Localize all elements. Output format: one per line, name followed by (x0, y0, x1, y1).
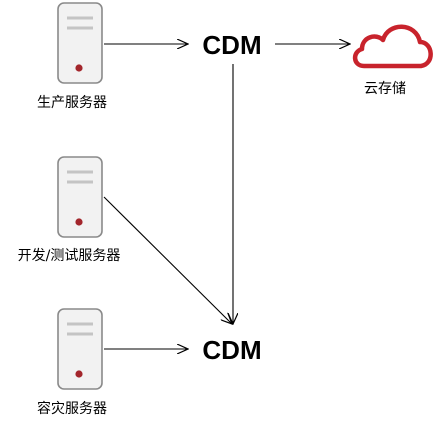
dr-server-label: 容灾服务器 (37, 400, 107, 417)
dr-server-node: 容灾服务器 (37, 307, 107, 417)
prod-server-node: 生产服务器 (37, 1, 107, 111)
cdm-top-label: CDM (202, 30, 261, 60)
cloud-storage-node: 云存储 (352, 24, 433, 97)
cloud-icon (352, 24, 433, 69)
server-icon (56, 307, 104, 391)
prod-server-label: 生产服务器 (37, 95, 107, 111)
arrow-dev-to-cdm (103, 196, 232, 324)
dev-server-node: 开发/测试服务器 (18, 155, 121, 264)
cdm-bottom-label: CDM (202, 335, 261, 365)
dev-server-label: 开发/测试服务器 (18, 248, 121, 264)
server-icon (56, 1, 104, 85)
cloud-storage-label: 云存储 (364, 81, 406, 97)
server-icon (56, 155, 104, 239)
